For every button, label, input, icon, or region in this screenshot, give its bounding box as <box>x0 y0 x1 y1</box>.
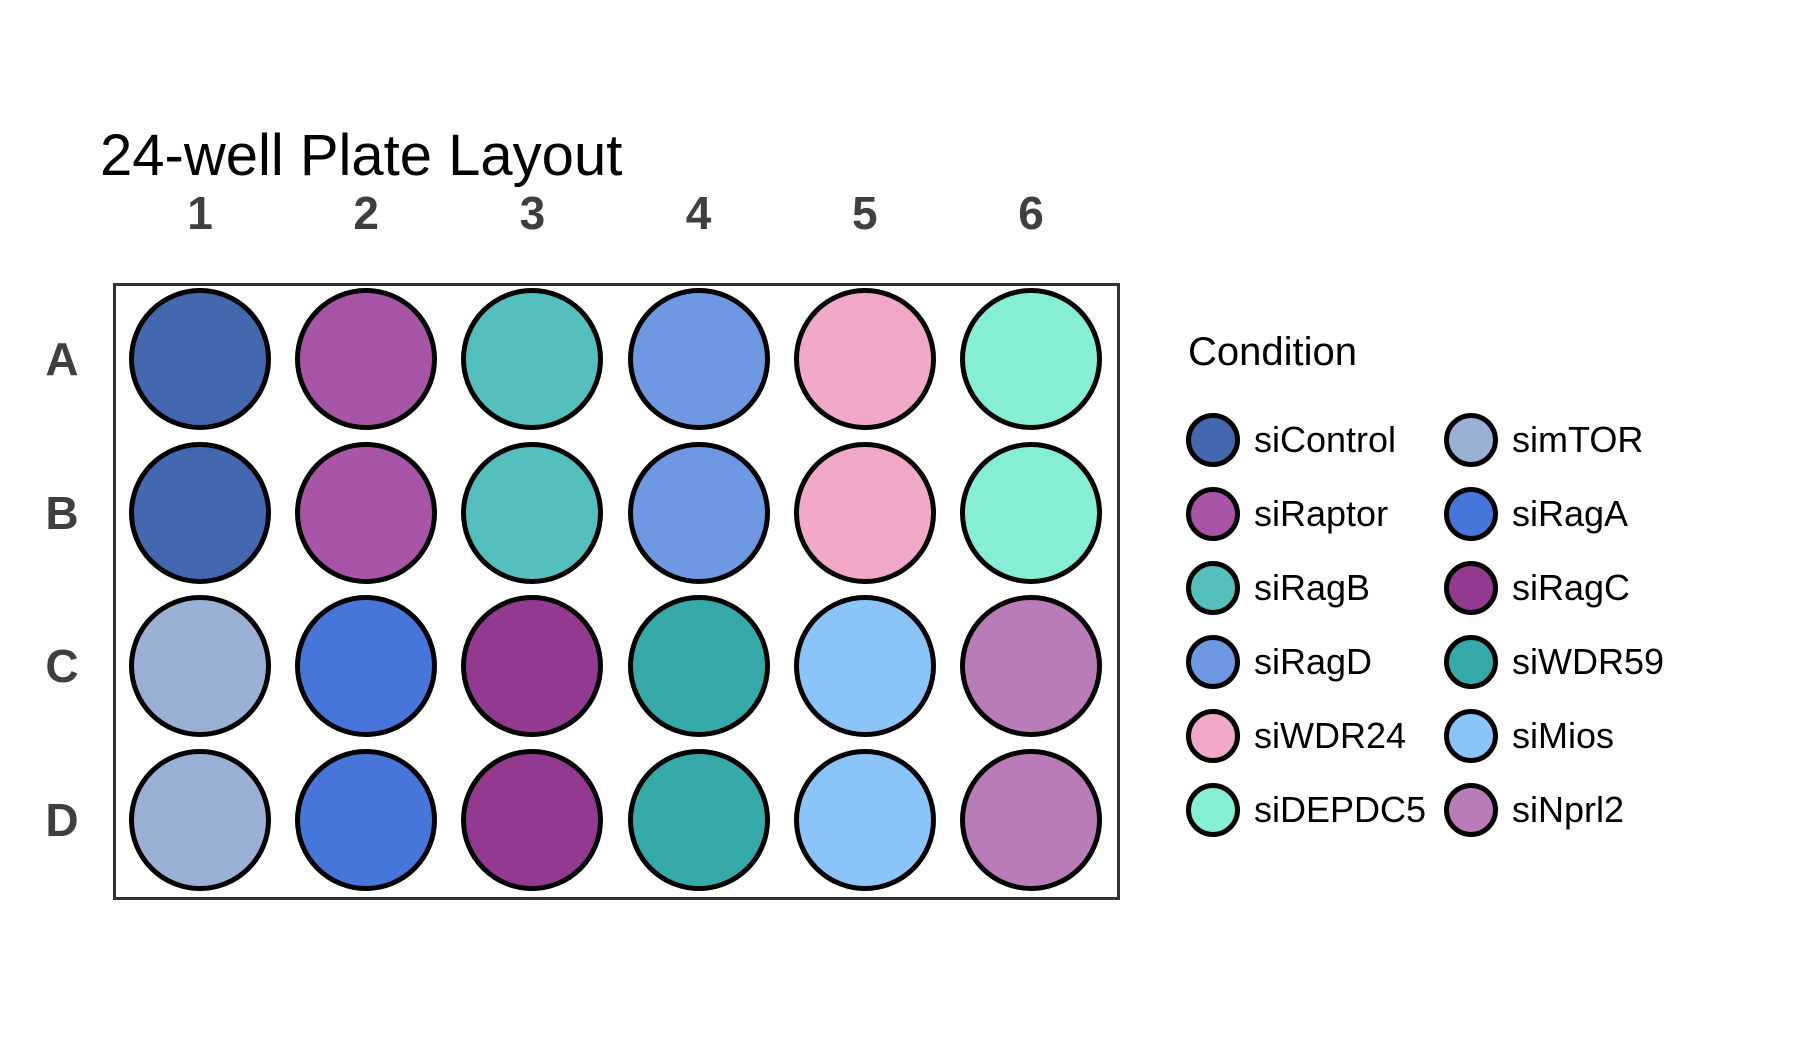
well-B2 <box>295 441 438 584</box>
legend-label-simTOR: simTOR <box>1512 419 1644 460</box>
well-A4 <box>627 288 770 430</box>
row-label-B: B <box>45 486 79 539</box>
well-C3 <box>461 595 604 738</box>
legend-swatch-siRagB <box>1186 561 1240 615</box>
well-A6 <box>960 288 1102 430</box>
legend-swatch-siRagA <box>1444 487 1498 541</box>
column-label-6: 6 <box>1018 187 1044 239</box>
legend-swatch-siWDR24 <box>1186 709 1240 763</box>
well-D5 <box>793 749 936 891</box>
legend-item-siRagD: siRagD <box>1186 635 1372 689</box>
legend-label-siNprl2: siNprl2 <box>1512 789 1625 830</box>
column-label-2: 2 <box>353 187 379 239</box>
legend-label-siRaptor: siRaptor <box>1254 493 1389 534</box>
well-C1 <box>129 595 271 738</box>
legend-item-siRaptor: siRaptor <box>1186 487 1388 541</box>
legend-swatch-siRagC <box>1444 561 1498 615</box>
well-D2 <box>295 749 438 891</box>
legend-item-siControl: siControl <box>1186 413 1396 467</box>
well-C4 <box>627 595 770 738</box>
legend-label-siMios: siMios <box>1512 715 1615 756</box>
row-label-A: A <box>45 333 79 385</box>
plate-outline <box>113 283 1120 900</box>
legend-swatch-siControl <box>1186 413 1240 467</box>
legend-swatch-siRaptor <box>1186 487 1240 541</box>
legend-item-siMios: siMios <box>1444 709 1614 763</box>
legend-item-siWDR24: siWDR24 <box>1186 709 1406 763</box>
legend-swatch-simTOR <box>1444 413 1498 467</box>
legend-title: Condition <box>1188 330 1358 374</box>
well-A3 <box>461 288 604 430</box>
legend-label-siRagA: siRagA <box>1512 493 1629 534</box>
column-label-4: 4 <box>685 187 712 239</box>
column-label-3: 3 <box>519 187 546 239</box>
legend-label-siRagC: siRagC <box>1512 567 1631 608</box>
legend-item-siDEPDC5: siDEPDC5 <box>1186 783 1426 837</box>
well-B4 <box>627 441 770 584</box>
well-C5 <box>793 595 936 738</box>
well-D4 <box>627 749 770 891</box>
well-C2 <box>295 595 438 738</box>
legend-label-siRagD: siRagD <box>1254 641 1373 682</box>
legend-swatch-siRagD <box>1186 635 1240 689</box>
column-label-5: 5 <box>852 187 878 239</box>
column-label-1: 1 <box>187 187 213 239</box>
well-D1 <box>129 749 271 891</box>
legend-label-siRagB: siRagB <box>1254 567 1371 608</box>
legend-item-siRagB: siRagB <box>1186 561 1370 615</box>
legend-swatch-siNprl2 <box>1444 783 1498 837</box>
chart-title: 24-well Plate Layout <box>100 123 623 188</box>
legend-label-siWDR59: siWDR59 <box>1512 641 1665 682</box>
legend-item-siNprl2: siNprl2 <box>1444 783 1624 837</box>
row-label-C: C <box>45 640 79 693</box>
legend-item-siRagA: siRagA <box>1444 487 1628 541</box>
row-label-D: D <box>45 794 79 846</box>
well-D3 <box>461 749 604 891</box>
legend-swatch-siDEPDC5 <box>1186 783 1240 837</box>
well-B5 <box>793 441 936 584</box>
well-B6 <box>960 441 1102 584</box>
legend-label-siControl: siControl <box>1254 419 1397 460</box>
legend-label-siWDR24: siWDR24 <box>1254 715 1407 756</box>
legend-swatch-siMios <box>1444 709 1498 763</box>
legend-item-siWDR59: siWDR59 <box>1444 635 1664 689</box>
legend-label-siDEPDC5: siDEPDC5 <box>1254 789 1427 830</box>
well-A5 <box>793 288 936 430</box>
well-B3 <box>461 441 604 584</box>
legend-item-siRagC: siRagC <box>1444 561 1630 615</box>
well-D6 <box>960 749 1102 891</box>
well-A2 <box>295 288 438 430</box>
well-A1 <box>129 288 271 430</box>
legend-item-simTOR: simTOR <box>1444 413 1643 467</box>
well-C6 <box>960 595 1102 738</box>
well-B1 <box>129 441 271 584</box>
legend-swatch-siWDR59 <box>1444 635 1498 689</box>
